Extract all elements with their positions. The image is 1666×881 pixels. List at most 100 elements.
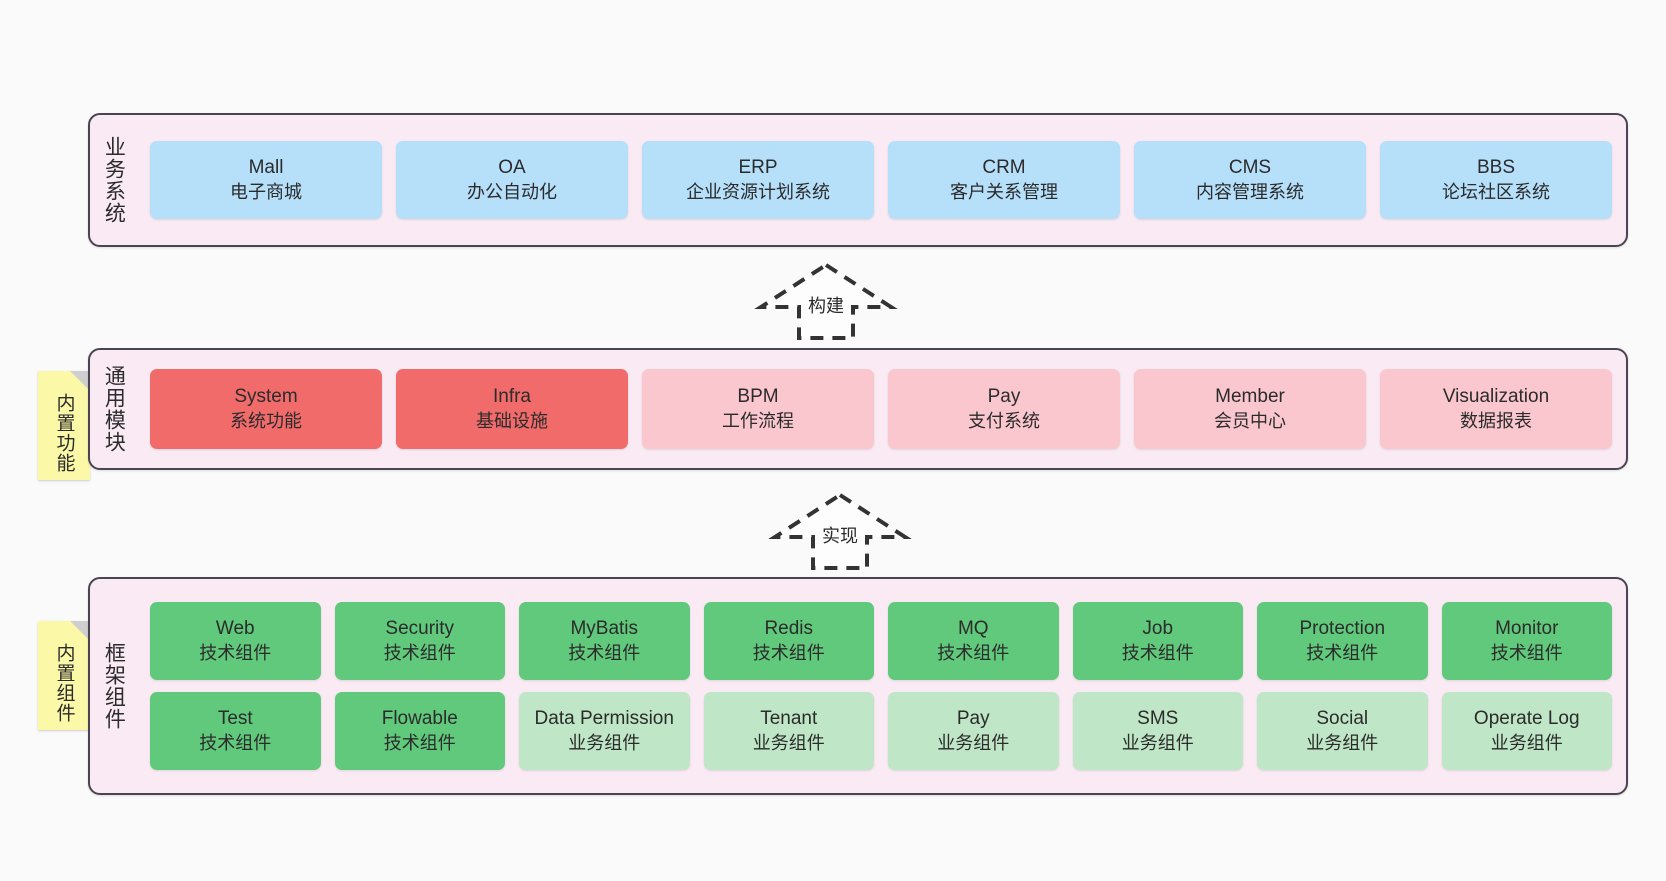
card-protection[interactable]: Protection 技术组件 <box>1257 602 1428 680</box>
card-title: Flowable <box>381 708 458 730</box>
card-title: Pay <box>956 708 990 730</box>
layer-title-business-systems: 业务系统 <box>102 136 126 224</box>
card-title: Tenant <box>760 708 818 730</box>
card-subtitle: 客户关系管理 <box>950 181 1058 202</box>
card-subtitle: 电子商城 <box>230 181 302 202</box>
card-subtitle: 数据报表 <box>1460 410 1532 431</box>
layer-framework-components: 框架组件 Web 技术组件 Security 技术组件 MyBatis 技术组件… <box>88 577 1628 795</box>
build-arrow-icon <box>754 262 898 340</box>
card-title: OA <box>498 157 526 179</box>
card-title: Operate Log <box>1473 708 1580 730</box>
card-subtitle: 会员中心 <box>1214 410 1286 431</box>
card-subtitle: 业务组件 <box>752 732 825 753</box>
layer-title-common-modules: 通用模块 <box>102 365 126 453</box>
card-title: ERP <box>738 157 778 179</box>
card-data-permission[interactable]: Data Permission 业务组件 <box>519 692 690 770</box>
layer-title-framework-components: 框架组件 <box>102 642 126 730</box>
connector-build: 构建 <box>754 262 898 340</box>
layer-business-systems: 业务系统 Mall 电子商城 OA 办公自动化 ERP 企业资源计划系统 CRM… <box>88 113 1628 247</box>
card-subtitle: 内容管理系统 <box>1196 181 1304 202</box>
layer-common-modules: 通用模块 System 系统功能 Infra 基础设施 BPM 工作流程 Pay… <box>88 348 1628 470</box>
card-title: Test <box>217 708 253 730</box>
card-bpm[interactable]: BPM 工作流程 <box>642 369 874 449</box>
card-subtitle: 技术组件 <box>199 642 272 663</box>
card-title: Security <box>385 618 455 640</box>
note-builtin-features: 内置功能 <box>38 371 90 480</box>
card-title: BBS <box>1476 157 1516 179</box>
note-fold-corner-icon <box>70 371 90 391</box>
card-title: CRM <box>982 157 1026 179</box>
card-title: Job <box>1142 618 1174 640</box>
card-monitor[interactable]: Monitor 技术组件 <box>1441 602 1612 680</box>
card-sms[interactable]: SMS 业务组件 <box>1072 692 1243 770</box>
card-member[interactable]: Member 会员中心 <box>1134 369 1366 449</box>
card-mybatis[interactable]: MyBatis 技术组件 <box>519 602 690 680</box>
card-subtitle: 办公自动化 <box>467 181 557 202</box>
layer-body-framework-components: Web 技术组件 Security 技术组件 MyBatis 技术组件 Redi… <box>136 579 1626 793</box>
card-mq[interactable]: MQ 技术组件 <box>888 602 1059 680</box>
card-oa[interactable]: OA 办公自动化 <box>396 141 628 219</box>
card-title: Protection <box>1299 618 1386 640</box>
note-fold-corner-icon <box>70 621 90 641</box>
card-title: Visualization <box>1442 386 1550 408</box>
card-subtitle: 技术组件 <box>1490 642 1563 663</box>
card-title: Monitor <box>1495 618 1559 640</box>
card-tenant[interactable]: Tenant 业务组件 <box>703 692 874 770</box>
card-subtitle: 工作流程 <box>722 410 794 431</box>
card-infra[interactable]: Infra 基础设施 <box>396 369 628 449</box>
card-erp[interactable]: ERP 企业资源计划系统 <box>642 141 874 219</box>
card-flowable[interactable]: Flowable 技术组件 <box>334 692 505 770</box>
card-cms[interactable]: CMS 内容管理系统 <box>1134 141 1366 219</box>
card-job[interactable]: Job 技术组件 <box>1072 602 1243 680</box>
card-subtitle: 技术组件 <box>937 642 1010 663</box>
card-title: Infra <box>492 386 532 408</box>
card-subtitle: 基础设施 <box>476 410 548 431</box>
connector-implement: 实现 <box>768 492 912 570</box>
card-mall[interactable]: Mall 电子商城 <box>150 141 382 219</box>
card-title: Pay <box>987 386 1021 408</box>
note-builtin-components: 内置组件 <box>38 621 90 730</box>
card-title: MyBatis <box>570 618 639 640</box>
card-subtitle: 技术组件 <box>568 642 641 663</box>
card-subtitle: 技术组件 <box>1121 642 1194 663</box>
note-label: 内置组件 <box>53 642 75 723</box>
note-label: 内置功能 <box>53 392 75 473</box>
card-bbs[interactable]: BBS 论坛社区系统 <box>1380 141 1612 219</box>
card-test[interactable]: Test 技术组件 <box>150 692 321 770</box>
card-subtitle: 业务组件 <box>1306 732 1379 753</box>
card-title: Redis <box>764 618 814 640</box>
framework-row-business: Test 技术组件 Flowable 技术组件 Data Permission … <box>150 692 1612 770</box>
card-title: Mall <box>248 157 284 179</box>
card-pay-module[interactable]: Pay 支付系统 <box>888 369 1120 449</box>
card-subtitle: 业务组件 <box>1490 732 1563 753</box>
card-title: Data Permission <box>534 708 674 730</box>
card-title: System <box>234 386 298 408</box>
implement-arrow-icon <box>768 492 912 570</box>
card-subtitle: 业务组件 <box>1121 732 1194 753</box>
card-subtitle: 技术组件 <box>1306 642 1379 663</box>
card-title: SMS <box>1137 708 1179 730</box>
card-web[interactable]: Web 技术组件 <box>150 602 321 680</box>
card-subtitle: 技术组件 <box>752 642 825 663</box>
card-subtitle: 技术组件 <box>383 732 456 753</box>
card-title: BPM <box>737 386 779 408</box>
card-operate-log[interactable]: Operate Log 业务组件 <box>1441 692 1612 770</box>
card-crm[interactable]: CRM 客户关系管理 <box>888 141 1120 219</box>
card-subtitle: 业务组件 <box>937 732 1010 753</box>
card-system[interactable]: System 系统功能 <box>150 369 382 449</box>
card-security[interactable]: Security 技术组件 <box>334 602 505 680</box>
layer-body-common-modules: System 系统功能 Infra 基础设施 BPM 工作流程 Pay 支付系统… <box>136 350 1626 468</box>
layer-body-business-systems: Mall 电子商城 OA 办公自动化 ERP 企业资源计划系统 CRM 客户关系… <box>136 115 1626 245</box>
card-title: Web <box>215 618 255 640</box>
card-subtitle: 系统功能 <box>230 410 302 431</box>
card-pay-component[interactable]: Pay 业务组件 <box>888 692 1059 770</box>
card-redis[interactable]: Redis 技术组件 <box>703 602 874 680</box>
card-subtitle: 论坛社区系统 <box>1442 181 1550 202</box>
card-visualization[interactable]: Visualization 数据报表 <box>1380 369 1612 449</box>
card-subtitle: 业务组件 <box>568 732 641 753</box>
card-title: Member <box>1215 386 1285 408</box>
framework-row-technical: Web 技术组件 Security 技术组件 MyBatis 技术组件 Redi… <box>150 602 1612 680</box>
card-title: MQ <box>957 618 989 640</box>
card-social[interactable]: Social 业务组件 <box>1257 692 1428 770</box>
